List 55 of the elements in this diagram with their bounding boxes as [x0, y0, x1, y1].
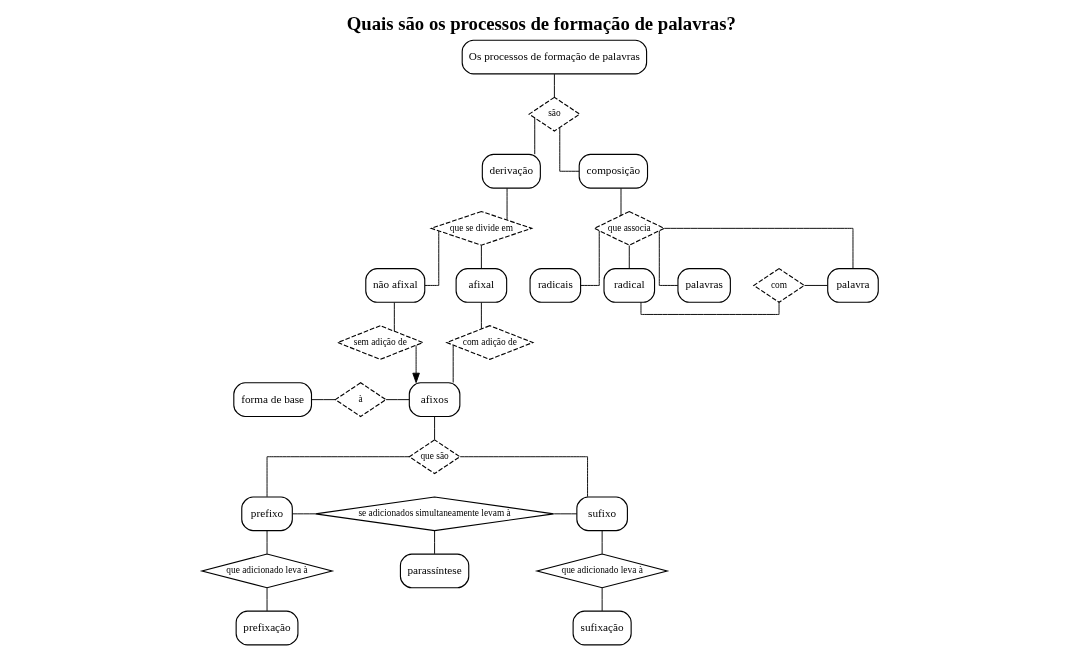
node-box: parassíntese: [399, 553, 469, 589]
node-box: palavras: [676, 268, 731, 303]
diagram-title: Quais são os processos de formação de palavras?: [346, 12, 736, 34]
connector: [393, 302, 395, 332]
connector: [553, 513, 577, 515]
connector: [628, 245, 630, 269]
connector: [385, 399, 410, 401]
connector: [506, 187, 508, 221]
arrow: [411, 344, 420, 384]
node-box: afixos: [408, 382, 460, 418]
node-box: Os processos de formação de palavras: [461, 39, 647, 75]
connector: [433, 530, 435, 555]
node-diamond: se adicionados simultaneamente levam à: [314, 496, 554, 532]
node-diamond: sem adição de: [335, 325, 424, 360]
connector: [620, 187, 621, 216]
node-diamond: que se divide em: [428, 210, 533, 246]
connector: [533, 117, 535, 155]
connector: [266, 456, 410, 498]
node-box: derivação: [481, 153, 541, 189]
node-box: radical: [602, 268, 655, 303]
node-box: palavra: [826, 268, 879, 303]
connector: [291, 513, 316, 515]
connector: [601, 587, 603, 612]
connector: [310, 399, 336, 401]
node-box: não afixal: [364, 268, 425, 303]
connector: [266, 530, 267, 555]
node-diamond: com: [752, 267, 805, 303]
connector: [579, 230, 600, 286]
node-diamond: que são: [407, 439, 461, 475]
connector: [433, 416, 435, 441]
node-diamond: à: [333, 382, 387, 418]
connector: [658, 230, 678, 286]
connector: [480, 302, 482, 330]
node-diamond: que adicionado leva à: [534, 553, 669, 589]
node-box: afixal: [455, 268, 507, 303]
connector: [803, 284, 828, 286]
node-diamond: são: [527, 96, 581, 132]
node-box: forma de base: [232, 382, 312, 418]
node-diamond: que adicionado leva à: [199, 553, 334, 589]
connector: [480, 245, 482, 269]
connector: [553, 73, 555, 98]
node-box: sufixação: [572, 610, 632, 646]
node-box: prefixação: [235, 610, 298, 646]
node-box: composição: [578, 153, 648, 189]
connector: [601, 530, 603, 555]
connector: [558, 127, 580, 172]
connector: [266, 587, 267, 612]
connector: [452, 344, 454, 384]
node-diamond: com adição de: [444, 325, 534, 360]
node-box: sufixo: [575, 496, 628, 532]
connector: [459, 456, 588, 498]
connector: [663, 227, 853, 269]
node-box: radicais: [529, 268, 581, 303]
node-diamond: que associa: [592, 210, 665, 246]
node-box: prefixo: [240, 496, 293, 532]
